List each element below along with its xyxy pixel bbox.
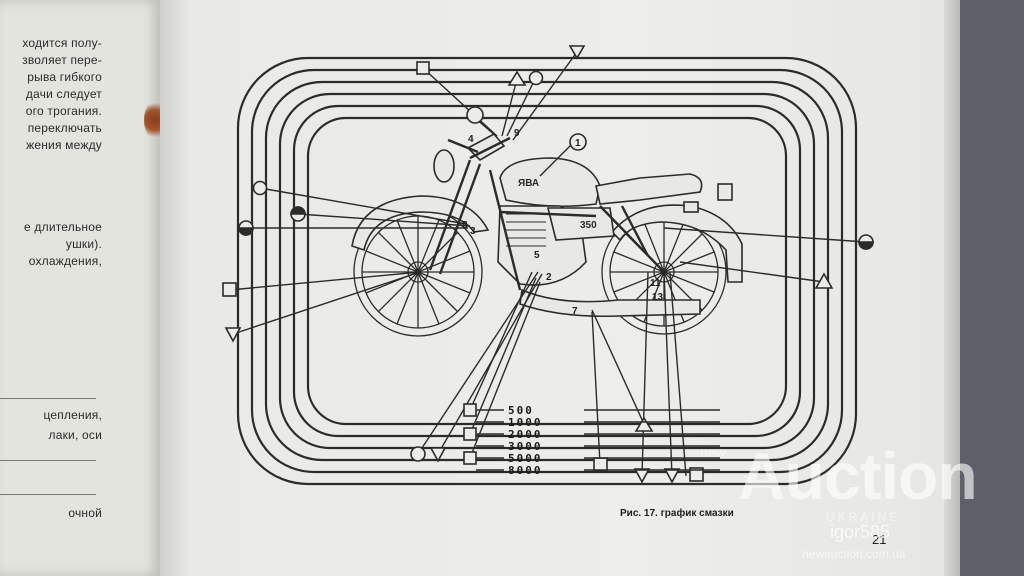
marker-triangle-down [663,468,681,484]
marker-triangle-up [634,416,654,432]
marker-square [463,451,477,465]
marker-square [416,61,430,75]
part-number: 13 [652,292,664,303]
part-number: 4 [468,134,474,145]
watermark-name: Auction [738,439,978,513]
schedule-label-500: 500 [508,404,534,417]
lubrication-markers [222,45,874,484]
marker-half-fill [290,206,306,215]
left-rule [0,398,96,399]
left-text-line: ушки). [65,237,102,251]
part-number: 2 [546,272,552,283]
schedule-lines [476,409,720,471]
motorcycle: ЯВА 350 [351,132,743,337]
watermark-country: UKRAINE [826,510,901,524]
left-text-line: переключать [27,121,102,135]
part-number: 9 [514,128,520,139]
left-text-line: е длительное [24,220,102,234]
schedule-label-1000: 1000 [508,416,543,429]
marker-square [463,427,477,441]
part-numbers: 1 2 3 4 5 7 8 9 11 13 [462,128,664,317]
left-text-line: рыва гибкого [27,70,102,84]
marker-square [222,282,237,297]
marker-half-fill [858,241,874,250]
marker-square [593,457,608,472]
watermark-site: newauction.com.ua [802,547,906,561]
watermark-user: igor585 [830,522,891,542]
left-text-line: дачи следует [25,87,102,101]
marker-square [463,403,477,417]
part-number: 11 [650,278,661,289]
left-page: ходится полу- зволяет пере- рыва гибкого… [0,0,166,576]
track-frame-2 [250,68,844,474]
marker-triangle-down [224,327,242,343]
marker-circle [466,106,484,124]
marker-circle-1 [569,133,587,151]
marker-triangle-down [633,468,651,484]
marker-circle [528,70,544,86]
schedule-label-2000: 2000 [508,428,543,441]
marker-circle [410,446,426,462]
marker-triangle-up [814,272,834,289]
page-number: 21 [872,532,887,547]
left-text-line: очной [68,506,102,520]
schedule-label-3000: 3000 [508,440,543,453]
track-frames [236,56,858,486]
cylinder-fins [506,213,546,247]
marker-triangle-down [568,45,586,60]
part-number: 3 [470,226,476,237]
part-number: 1 [575,138,581,149]
watermark-prefix: new [700,444,726,460]
bike-frame [428,136,665,291]
leader-lines [229,51,867,477]
left-text-line: охлаждения, [28,254,102,268]
left-text-line: лаки, оси [48,428,102,442]
marker-circle [252,180,268,196]
left-text-line: жения между [26,138,102,152]
left-text-line: ходится полу- [22,36,102,50]
engine-badge: 350 [580,220,597,231]
marker-triangle-down [429,447,447,463]
track-frame-3 [264,80,830,462]
part-number: 5 [534,250,540,261]
track-frame-5 [292,104,802,438]
tank-brand: ЯВА [518,178,539,189]
left-rule [0,460,96,461]
left-rule [0,494,96,495]
left-text-line: зволяет пере- [22,53,102,67]
left-text-line: ого трогания. [25,104,102,118]
marker-square [689,467,704,482]
schedule-label-8000: 8000 [508,464,543,477]
left-text-line: цепления, [43,408,102,422]
marker-half-fill [238,227,254,236]
figure-caption: Рис. 17. график смазки [620,508,734,519]
track-frame-6 [306,116,788,426]
page-edge [944,0,960,576]
marker-triangle-up [507,70,527,86]
track-frame-1 [236,56,858,486]
part-number: 7 [572,306,578,317]
schedule-label-5000: 5000 [508,452,543,465]
part-number: 8 [462,220,468,231]
